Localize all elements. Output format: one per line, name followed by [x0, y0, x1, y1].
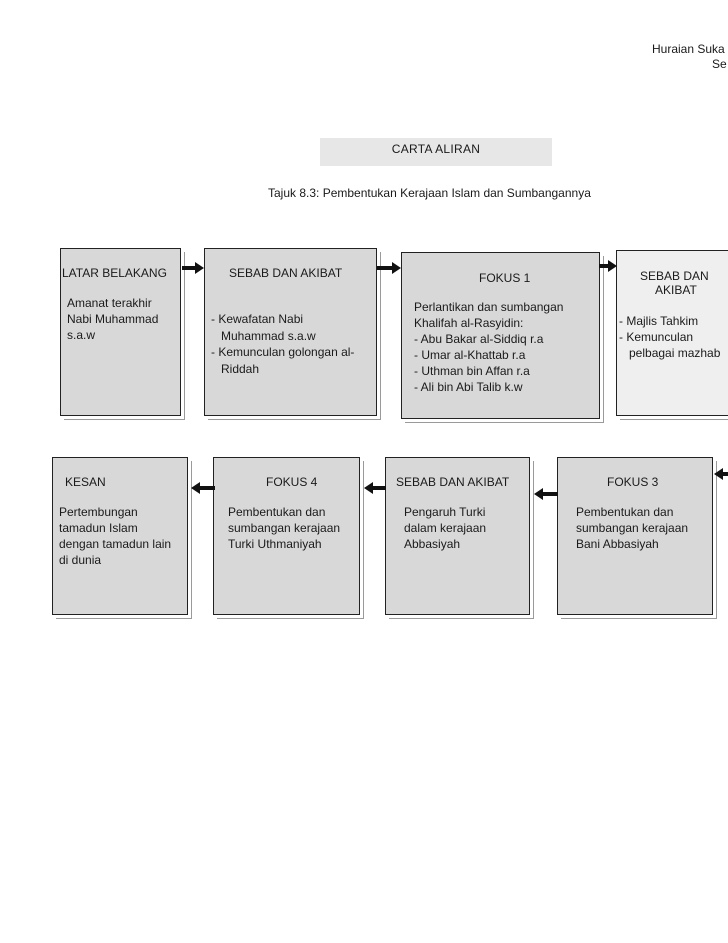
box-body: - Kewafatan Nabi Muhammad s.a.w - Kemunc…: [211, 312, 355, 376]
box-body: Pembentukan dan sumbangan kerajaan Turki…: [228, 505, 341, 551]
box-fokus-1: FOKUS 1 Perlantikan dan sumbangan Khalif…: [401, 252, 600, 419]
box-heading: SEBAB DAN AKIBAT: [229, 266, 343, 280]
box-body: Amanat terakhir Nabi Muhammad s.a.w: [67, 296, 159, 342]
box-heading: LATAR BELAKANG: [62, 266, 167, 280]
box-heading: KESAN: [65, 475, 106, 489]
arrow-left-icon: [364, 482, 386, 494]
box-sebab-dan-akibat-2: SEBAB DAN AKIBAT - Majlis Tahkim - Kemun…: [616, 250, 728, 416]
arrow-right-icon: [377, 262, 401, 274]
arrow-right-icon: [599, 260, 617, 272]
box-heading: SEBAB DAN AKIBAT: [396, 475, 510, 489]
box-fokus-3: FOKUS 3 Pembentukan dan sumbangan keraja…: [557, 457, 713, 615]
box-heading: FOKUS 1: [479, 271, 531, 285]
box-body: Pengaruh Turki dalam kerajaan Abbasiyah: [404, 505, 487, 551]
box-latar-belakang: LATAR BELAKANG Amanat terakhir Nabi Muha…: [60, 248, 181, 416]
page-subtitle: Tajuk 8.3: Pembentukan Kerajaan Islam da…: [268, 186, 591, 200]
box-heading-line2: AKIBAT: [655, 283, 697, 297]
box-sebab-dan-akibat-1: SEBAB DAN AKIBAT - Kewafatan Nabi Muhamm…: [204, 248, 377, 416]
box-body: - Majlis Tahkim - Kemunculan pelbagai ma…: [619, 314, 721, 360]
box-body: Perlantikan dan sumbangan Khalifah al-Ra…: [414, 300, 564, 394]
box-heading: SEBAB DAN: [640, 269, 709, 283]
box-kesan: KESAN Pertembungan tamadun Islam dengan …: [52, 457, 188, 615]
arrow-left-icon: [191, 482, 215, 494]
page-title: CARTA ALIRAN: [320, 138, 552, 166]
header-line-1: Huraian Suka: [652, 42, 725, 56]
box-heading: FOKUS 4: [266, 475, 318, 489]
box-body: Pembentukan dan sumbangan kerajaan Bani …: [576, 505, 689, 551]
box-sebab-dan-akibat-3: SEBAB DAN AKIBAT Pengaruh Turki dalam ke…: [385, 457, 530, 615]
box-body: Pertembungan tamadun Islam dengan tamadu…: [59, 505, 172, 567]
box-fokus-4: FOKUS 4 Pembentukan dan sumbangan keraja…: [213, 457, 360, 615]
arrow-right-icon: [182, 262, 204, 274]
arrow-left-icon: [534, 488, 558, 500]
arrow-left-icon: [714, 468, 728, 480]
header-line-2: Se: [712, 57, 727, 71]
box-heading: FOKUS 3: [607, 475, 659, 489]
